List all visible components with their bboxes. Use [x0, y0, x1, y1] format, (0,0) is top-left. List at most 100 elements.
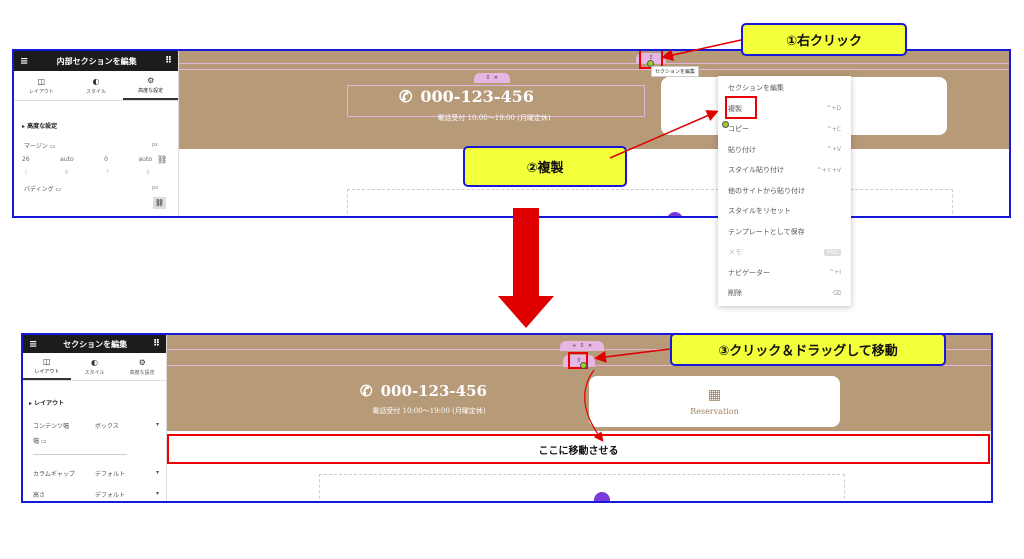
editor-panel: ≡ セクションを編集 ⠿ ◫レイアウト ◐スタイル ⚙高度な設定 ▸ レイアウト… — [23, 335, 167, 501]
menu-icon[interactable]: ≡ — [20, 55, 29, 67]
margin-left-input[interactable]: auto — [138, 156, 152, 163]
cursor-marker — [722, 121, 729, 128]
margin-values: 26 auto 0 auto — [22, 156, 152, 163]
style-icon: ◐ — [92, 76, 100, 86]
desktop-icon: ▭ — [49, 143, 56, 150]
panel-tabs: ◫レイアウト ◐スタイル ⚙高度な設定 — [14, 71, 178, 101]
calendar-icon: ▦ — [707, 387, 722, 403]
height-label: 高さ — [33, 492, 46, 499]
panel-header: ≡ セクションを編集 ⠿ — [23, 335, 166, 353]
style-icon: ◐ — [91, 357, 98, 367]
menu-item-edit-section[interactable]: セクションを編集 — [728, 84, 784, 93]
apps-grid-icon[interactable]: ⠿ — [152, 339, 160, 349]
panel-header: ≡ 内部セクションを編集 ⠿ — [14, 51, 178, 71]
section-handle[interactable]: + ⠿ ✕ — [560, 341, 604, 351]
callout-step3: ③クリック＆ドラッグして移動 — [670, 333, 946, 366]
menu-item-duplicate[interactable]: 複製^+D — [728, 104, 841, 113]
section-handle[interactable]: ⠿ — [636, 53, 666, 63]
width-slider[interactable] — [33, 454, 127, 455]
menu-icon[interactable]: ≡ — [29, 338, 38, 350]
margin-label: マージン ▭ — [24, 143, 56, 150]
apps-grid-icon[interactable]: ⠿ — [164, 56, 172, 66]
menu-item-reset-style[interactable]: スタイルをリセット — [728, 207, 791, 216]
tooltip: セクションを編集 — [651, 66, 700, 77]
margin-bottom-input[interactable]: 0 — [104, 156, 108, 163]
callout-step2: ②複製 — [463, 146, 627, 187]
menu-item-paste-style[interactable]: スタイル貼り付け^+⇧+V — [728, 166, 841, 175]
tab-layout[interactable]: ◫レイアウト — [28, 76, 54, 95]
phone-icon: ✆ — [399, 87, 413, 106]
drag-handle-icon[interactable]: ⠿ — [577, 358, 581, 364]
arrow-step1 — [661, 39, 742, 61]
tab-advanced[interactable]: ⚙高度な設定 — [129, 357, 155, 376]
add-icon[interactable]: + — [571, 343, 577, 349]
drop-target-label: ここに移動させる — [538, 445, 619, 457]
phone-icon: ✆ — [360, 382, 373, 400]
column-gap-label: カラムギャップ — [33, 471, 75, 478]
width-label: 幅 ▭ — [33, 438, 47, 445]
tab-style[interactable]: ◐スタイル — [84, 357, 105, 376]
height-select[interactable]: デフォルト▾ — [95, 490, 159, 499]
business-hours: 電話受付 10:00〜19:00 (月曜定休) — [372, 407, 486, 415]
section-heading[interactable]: ▸ 高度な設定 — [22, 123, 58, 130]
section-top-line — [179, 63, 1009, 64]
drag-handle-icon[interactable]: ⠿ — [580, 343, 584, 349]
content-dashed-area — [319, 474, 845, 501]
inner-section-outline — [347, 85, 645, 117]
close-icon[interactable]: ✕ — [493, 75, 498, 81]
arrow-step2 — [609, 110, 719, 159]
layout-icon: ◫ — [37, 76, 46, 86]
section-guide-line — [179, 69, 1009, 70]
column-gap-select[interactable]: デフォルト▾ — [95, 469, 159, 478]
reservation-label: Reservation — [690, 407, 739, 416]
gear-icon: ⚙ — [138, 357, 146, 367]
content-dashed-area — [347, 189, 953, 216]
menu-item-navigator[interactable]: ナビゲーター^+I — [728, 268, 841, 277]
content-width-select[interactable]: ボックス▾ — [95, 421, 159, 430]
duplicate-highlight — [725, 96, 757, 119]
inner-section-handle[interactable]: ⠿ ✕ — [474, 73, 510, 83]
padding-link-icon[interactable]: ⛓ — [153, 197, 166, 209]
menu-item-save-template[interactable]: テンプレートとして保存 — [728, 227, 805, 236]
cursor-marker — [580, 362, 587, 369]
drag-handle-icon[interactable]: ⠿ — [649, 55, 653, 61]
link-icon[interactable]: ⛓ — [157, 155, 168, 164]
margin-unit[interactable]: px — [152, 142, 159, 148]
panel-title: 内部セクションを編集 — [56, 56, 137, 66]
panel-tabs: ◫レイアウト ◐スタイル ⚙高度な設定 — [23, 353, 166, 381]
callout-step1: ①右クリック — [741, 23, 907, 56]
add-section-button[interactable] — [667, 212, 683, 216]
context-menu: セクションを編集 複製^+D コピー^+C 貼り付け^+V スタイル貼り付け^+… — [718, 76, 851, 306]
panel-title: セクションを編集 — [63, 339, 128, 349]
tab-layout[interactable]: ◫レイアウト — [23, 353, 71, 380]
add-section-button[interactable] — [594, 492, 610, 501]
desktop-icon: ▭ — [40, 438, 47, 445]
padding-label: パディング ▭ — [24, 186, 62, 193]
padding-unit[interactable]: px — [152, 185, 159, 191]
content-width-label: コンテンツ幅 — [33, 423, 70, 430]
arrow-step3 — [594, 348, 671, 363]
arrow-drag — [584, 369, 604, 442]
menu-item-paste[interactable]: 貼り付け^+V — [728, 145, 841, 154]
drag-handle-highlight — [568, 352, 588, 369]
close-icon[interactable]: ✕ — [587, 343, 593, 349]
reservation-card[interactable]: ▦ Reservation — [589, 376, 840, 427]
menu-item-delete[interactable]: 削除⌫ — [728, 289, 841, 298]
cursor-marker — [647, 60, 654, 67]
menu-item-copy[interactable]: コピー^+C — [728, 125, 841, 134]
margin-top-input[interactable]: 26 — [22, 156, 30, 163]
gear-icon: ⚙ — [147, 75, 155, 85]
bottom-screenshot-frame: ≡ セクションを編集 ⠿ ◫レイアウト ◐スタイル ⚙高度な設定 ▸ レイアウト… — [21, 333, 993, 503]
menu-item-paste-other-site[interactable]: 他のサイトから貼り付け — [728, 186, 805, 195]
tab-style[interactable]: ◐スタイル — [86, 76, 107, 95]
section-heading[interactable]: ▸ レイアウト — [29, 400, 65, 407]
editor-panel: ≡ 内部セクションを編集 ⠿ ◫レイアウト ◐スタイル ⚙高度な設定 ▸ 高度な… — [14, 51, 179, 216]
desktop-icon: ▭ — [55, 186, 62, 193]
drag-handle-icon[interactable]: ⠿ — [486, 75, 490, 81]
margin-right-input[interactable]: auto — [60, 156, 74, 163]
phone-number: ✆000-123-456 — [399, 87, 534, 106]
tab-advanced[interactable]: ⚙高度な設定 — [123, 71, 178, 100]
layout-icon: ◫ — [43, 356, 51, 366]
